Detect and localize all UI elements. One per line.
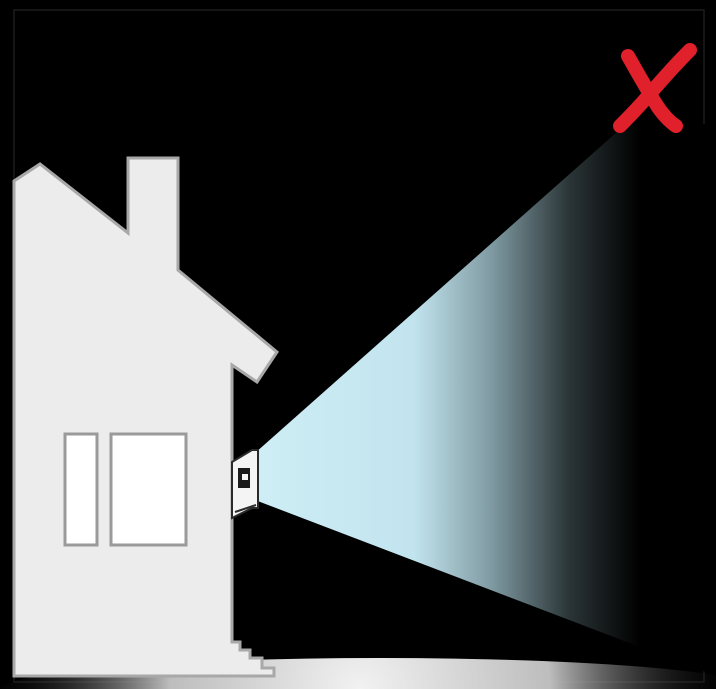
wall-light-icon (232, 450, 258, 518)
house-window-right (111, 434, 186, 545)
house-window-left (65, 434, 97, 545)
